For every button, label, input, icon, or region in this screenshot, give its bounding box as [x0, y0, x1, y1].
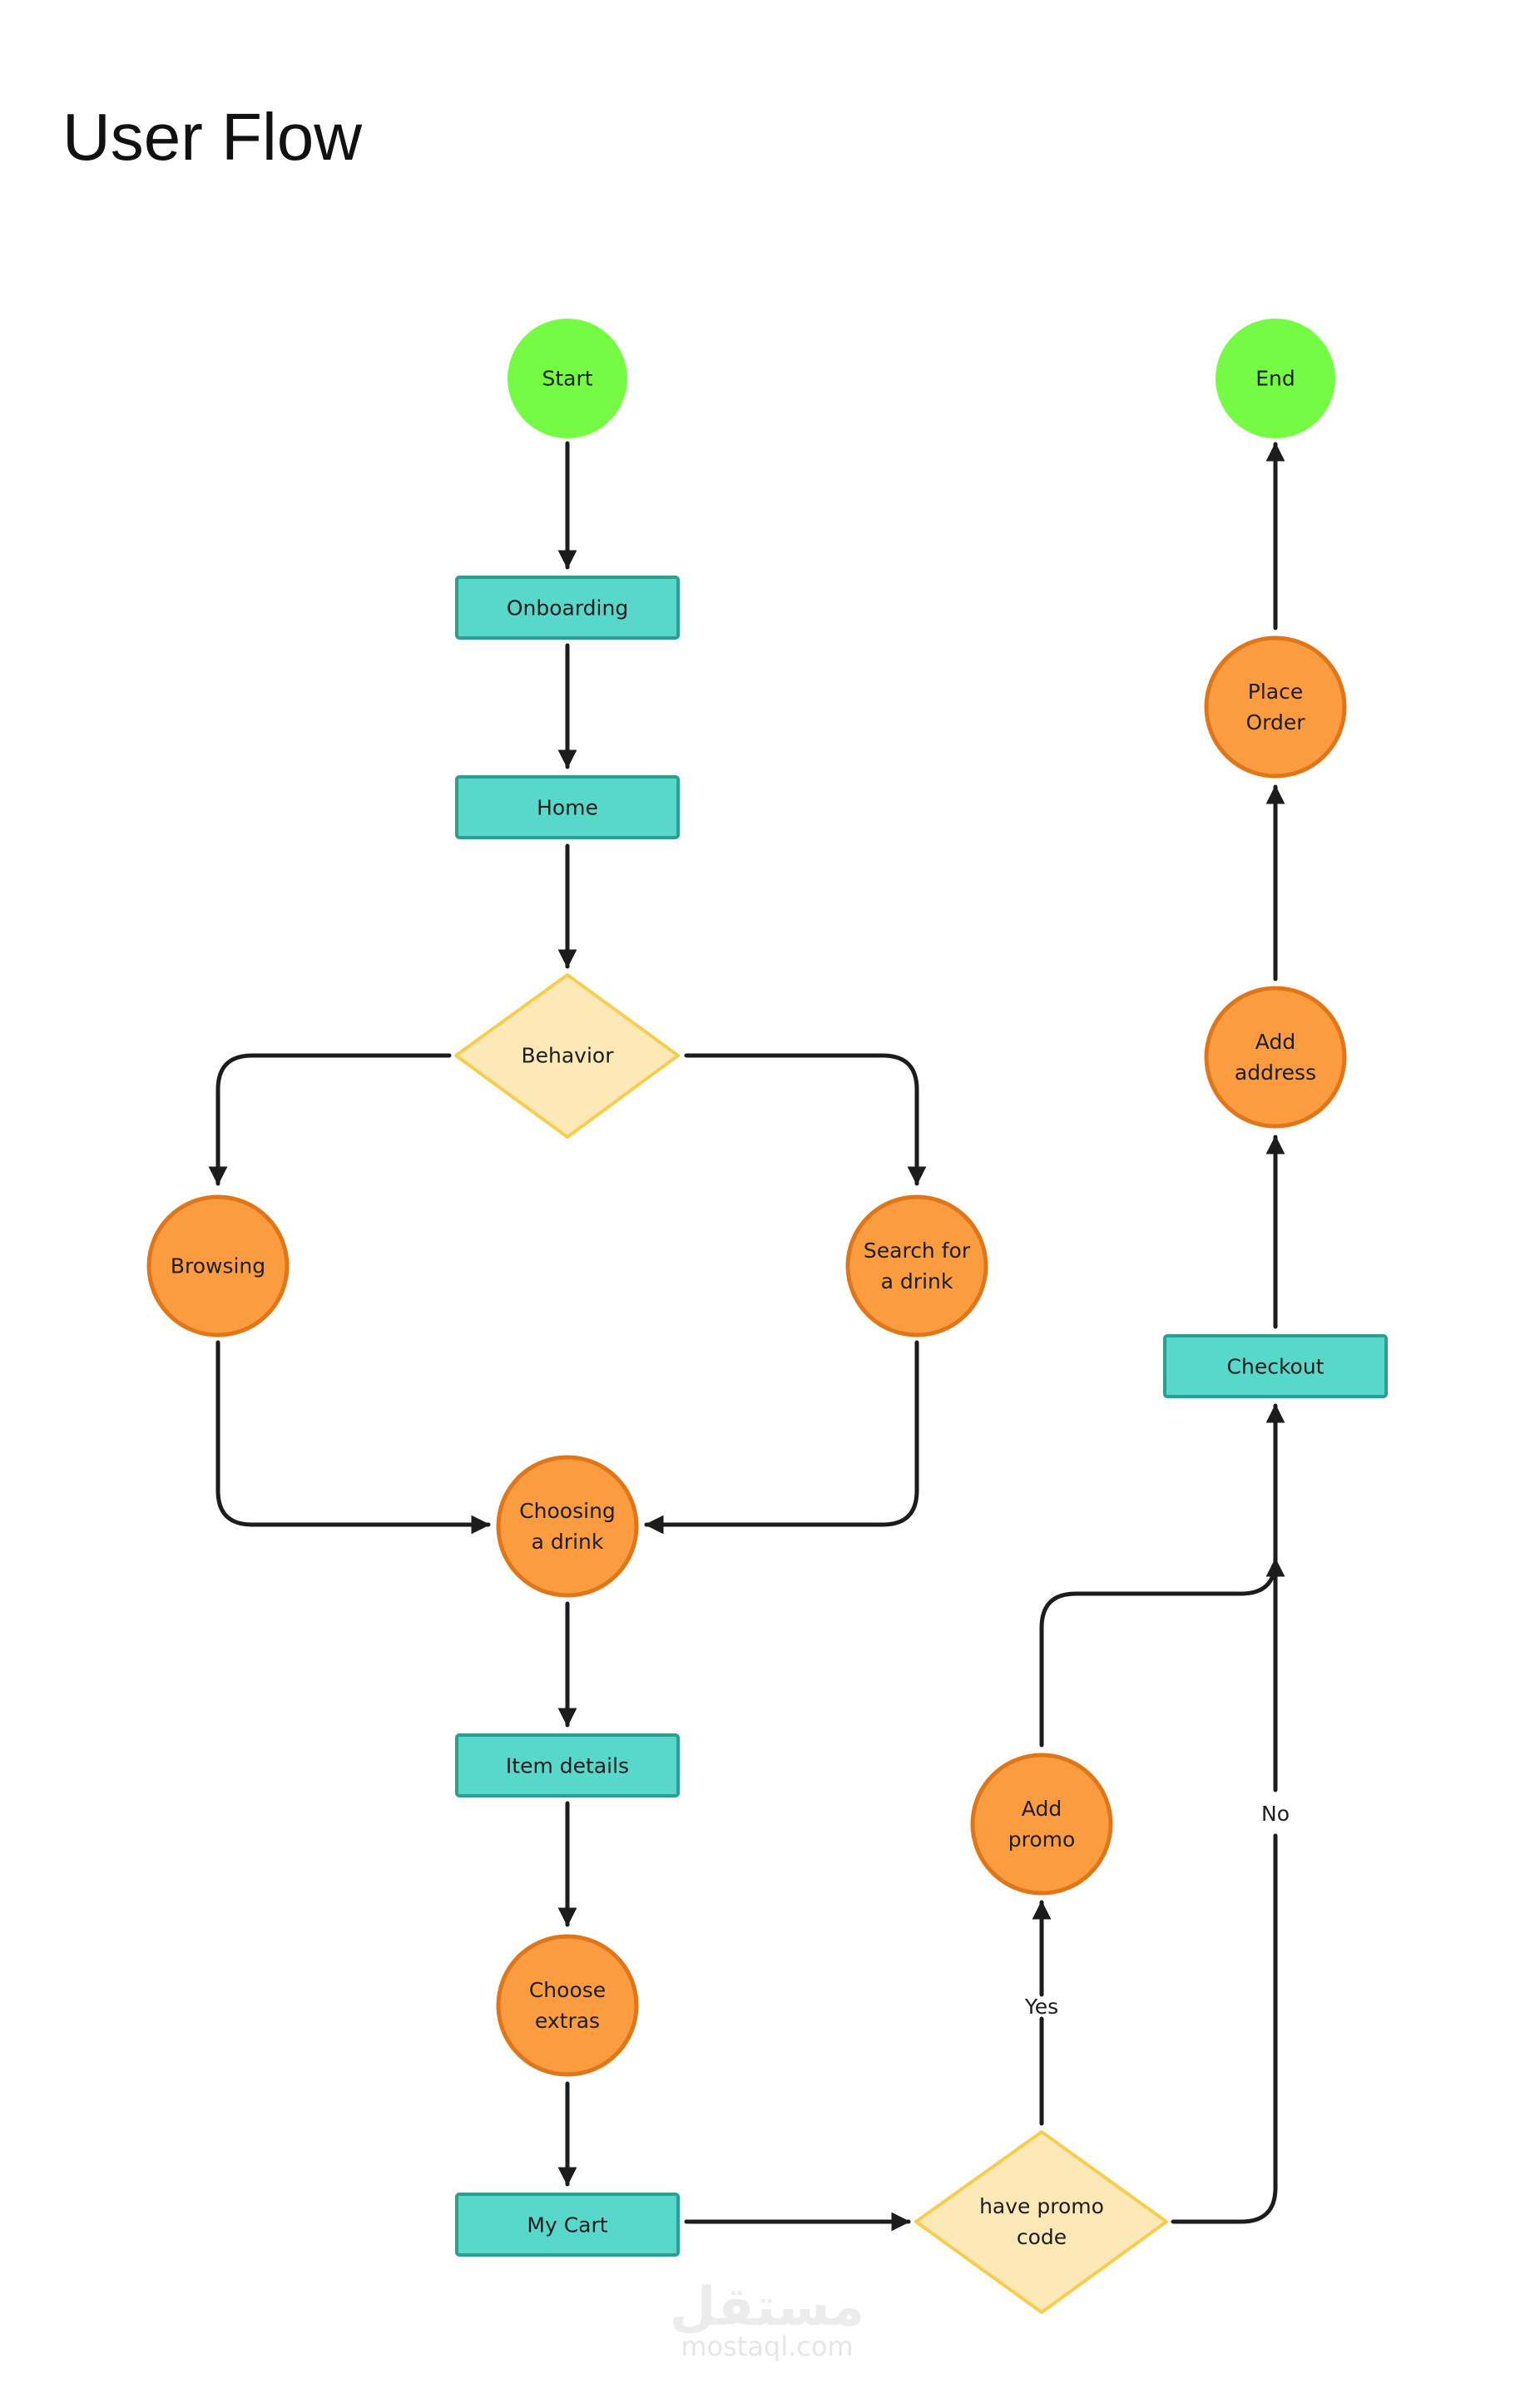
node-add-address-label-line: Add: [1255, 1030, 1295, 1054]
node-end: End: [1216, 319, 1335, 438]
edge-promo-no-checkout: [1171, 1406, 1275, 2224]
node-choose-extras-label-line: extras: [535, 2009, 600, 2033]
edge-behavior-search: [684, 1053, 927, 1186]
node-choose-extras: Choose extras: [496, 1934, 639, 2077]
node-browsing: Browsing: [146, 1194, 290, 1338]
node-item-details: Item details: [455, 1733, 680, 1797]
node-search: Search for a drink: [845, 1194, 988, 1338]
node-item-details-label-line: Item details: [506, 1754, 629, 1778]
node-checkout: Checkout: [1163, 1334, 1388, 1398]
node-add-promo: Add promo: [970, 1753, 1113, 1896]
node-place-order-label-line: Place: [1248, 680, 1303, 704]
node-onboarding: Onboarding: [455, 576, 680, 640]
node-choosing-label-line: Choosing: [519, 1499, 616, 1523]
node-add-address-label-line: address: [1235, 1061, 1316, 1085]
node-search-label-line: Search for: [864, 1239, 971, 1263]
node-behavior: Behavior: [454, 973, 680, 1139]
node-my-cart: My Cart: [455, 2193, 680, 2257]
node-item-details-label: Item details: [506, 1754, 629, 1778]
edge-search-choosing: [644, 1340, 919, 1535]
watermark-site: mostaql.com: [681, 2331, 853, 2362]
node-end-label-line: End: [1255, 367, 1295, 391]
node-choosing: Choosing a drink: [496, 1455, 639, 1598]
edge-label-no: No: [1261, 1802, 1290, 1826]
node-onboarding-label-line: Onboarding: [507, 596, 628, 621]
node-search-label: Search for a drink: [864, 1239, 971, 1293]
node-add-promo-label-line: Add: [1022, 1797, 1062, 1821]
edge-behavior-browsing: [208, 1053, 452, 1186]
node-add-promo-label-line: promo: [1008, 1827, 1076, 1852]
node-choosing-label: Choosing a drink: [519, 1499, 616, 1554]
node-my-cart-label-line: My Cart: [527, 2213, 607, 2237]
node-start-label: Start: [542, 367, 592, 391]
node-home-label-line: Home: [537, 796, 598, 820]
node-home: Home: [455, 775, 680, 839]
node-browsing-label: Browsing: [171, 1254, 265, 1278]
node-search-label-line: a drink: [881, 1269, 953, 1293]
watermark-arabic: مستقل: [670, 2277, 864, 2338]
node-promo-decision-label: have promo code: [979, 2194, 1104, 2249]
edge-addpromo-checkout: [1039, 1557, 1285, 1748]
node-add-address-label: Add address: [1235, 1030, 1316, 1085]
node-checkout-label-line: Checkout: [1227, 1355, 1325, 1379]
node-start-label-line: Start: [542, 367, 592, 391]
node-browsing-label-line: Browsing: [171, 1254, 265, 1278]
node-my-cart-label: My Cart: [527, 2213, 607, 2237]
node-behavior-label-line: Behavior: [521, 1044, 614, 1068]
node-promo-decision: have promo code: [914, 2130, 1168, 2314]
node-behavior-label: Behavior: [521, 1044, 614, 1068]
node-choose-extras-label-line: Choose: [529, 1978, 606, 2002]
node-start: Start: [508, 319, 627, 438]
watermark: مستقل mostaql.com: [670, 2277, 864, 2362]
node-promo-decision-label-line: code: [1017, 2225, 1067, 2249]
edge-browsing-choosing: [215, 1340, 491, 1535]
edge-label-yes: Yes: [1024, 1995, 1058, 2019]
page-title: User Flow: [62, 100, 362, 174]
node-promo-decision-label-line: have promo: [979, 2194, 1104, 2218]
node-checkout-label: Checkout: [1227, 1355, 1325, 1379]
node-add-address: Add address: [1204, 986, 1347, 1129]
node-onboarding-label: Onboarding: [507, 596, 628, 621]
node-home-label: Home: [537, 796, 598, 820]
node-add-promo-label: Add promo: [1008, 1797, 1076, 1852]
node-choosing-label-line: a drink: [532, 1530, 604, 1554]
node-choose-extras-label: Choose extras: [529, 1978, 606, 2033]
node-place-order-label-line: Order: [1245, 710, 1305, 734]
node-end-label: End: [1255, 367, 1295, 391]
